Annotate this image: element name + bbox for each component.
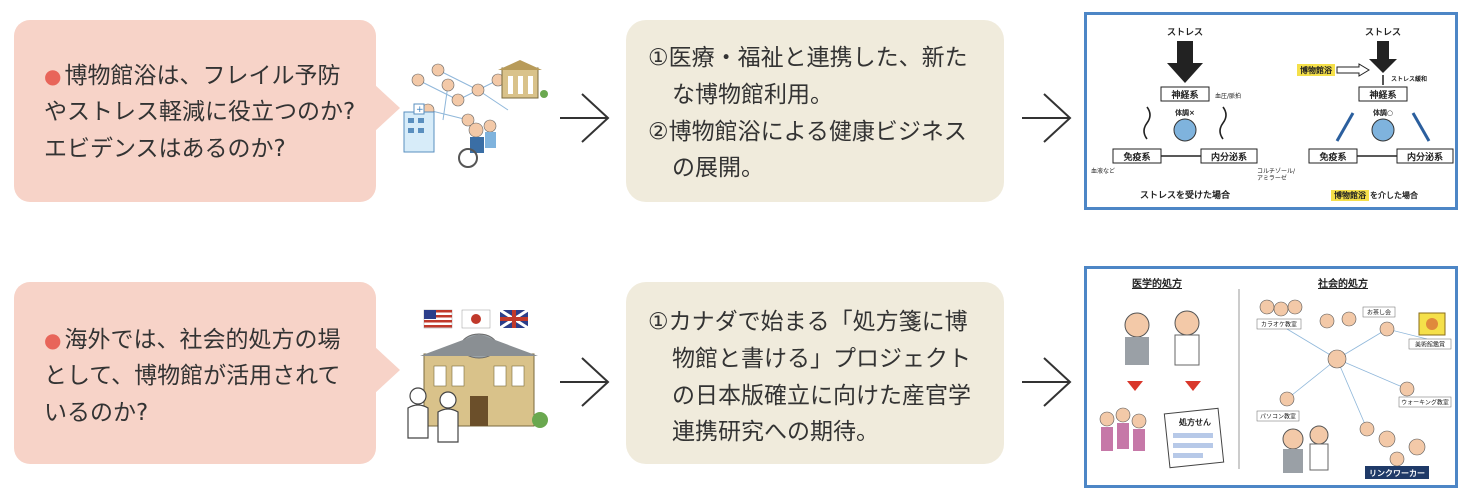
cortisol-label-1: コルチゾール/ — [1257, 168, 1296, 175]
answer-2-item-1: ①カナダで始まる「処方箋に博物館と書ける」プロジェクトの日本版確立に向けた産官学… — [648, 309, 971, 446]
condition-good-label: 体調○ — [1373, 108, 1393, 117]
prescription-panel: 医学的処方 社会的処方 処方せん — [1084, 266, 1458, 488]
stress-relief-label: ストレス緩和 — [1391, 75, 1427, 83]
stress-diagram-panel: ストレス 神経系 血圧/脈拍 体調× 免疫系 内分泌系 血液など コルチゾール/… — [1084, 12, 1458, 210]
answer-box-1: ①医療・福祉と連携した、新たな博物館利用。 ②博物館浴による健康ビジネスの展開。 — [626, 20, 1004, 202]
right-immune-label: 免疫系 — [1319, 151, 1346, 163]
chevron-right-icon — [1022, 357, 1072, 407]
left-caption: ストレスを受けた場合 — [1140, 189, 1231, 201]
flag-usa-icon — [423, 309, 453, 329]
right-stress-label: ストレス — [1365, 27, 1401, 38]
row-museum-bath: ●博物館浴は、フレイル予防やストレス軽減に役立つのか?エビデンスはあるのか? + — [0, 0, 1471, 230]
social-prescription-title: 社会的処方 — [1317, 277, 1368, 290]
museum-flags-illustration — [407, 308, 548, 443]
museum-bath-label: 博物館浴 — [1300, 65, 1333, 75]
flag-japan-icon — [461, 309, 491, 329]
question-text-2: 海外では、社会的処方の場として、博物館が活用されているのか? — [44, 327, 341, 426]
walking-label: ウォーキング教室 — [1401, 399, 1449, 407]
chevron-right-icon — [560, 357, 610, 407]
chevron-right-icon — [560, 93, 610, 143]
question-text-1: 博物館浴は、フレイル予防やストレス軽減に役立つのか?エビデンスはあるのか? — [44, 63, 356, 162]
right-nerve-label: 神経系 — [1369, 89, 1396, 101]
left-immune-label: 免疫系 — [1123, 151, 1150, 163]
karaoke-label: カラオケ教室 — [1261, 321, 1297, 329]
right-endocrine-label: 内分泌系 — [1407, 151, 1443, 163]
left-stress-label: ストレス — [1167, 27, 1203, 38]
prescription-label: 処方せん — [1178, 417, 1211, 427]
svg-text:+: + — [416, 105, 424, 115]
answer-box-2: ①カナダで始まる「処方箋に博物館と書ける」プロジェクトの日本版確立に向けた産官学… — [626, 282, 1004, 464]
condition-bad-label: 体調× — [1175, 108, 1195, 117]
hospital-museum-network-illustration: + — [403, 60, 548, 168]
question-box-1: ●博物館浴は、フレイル予防やストレス軽減に役立つのか?エビデンスはあるのか? — [14, 20, 400, 202]
chevron-right-icon — [1022, 93, 1072, 143]
blood-label: 血液など — [1091, 167, 1115, 175]
row-social-prescribing: ●海外では、社会的処方の場として、博物館が活用されているのか? — [0, 258, 1471, 496]
left-endocrine-label: 内分泌系 — [1211, 151, 1247, 163]
right-caption-highlight: 博物館浴 — [1334, 190, 1367, 200]
cortisol-label-2: アミラーゼ — [1257, 174, 1287, 182]
tea-label: お茶し会 — [1367, 309, 1391, 317]
stress-diagram: ストレス 神経系 血圧/脈拍 体調× 免疫系 内分泌系 血液など コルチゾール/… — [1091, 27, 1454, 201]
bp-label: 血圧/脈拍 — [1215, 92, 1241, 100]
flag-uk-icon — [499, 308, 529, 330]
pc-label: パソコン教室 — [1260, 413, 1296, 421]
right-caption-rest: を介した場合 — [1370, 190, 1419, 200]
link-worker-label: リンクワーカー — [1369, 468, 1425, 478]
bullet-icon: ● — [44, 64, 62, 88]
art-label: 美術館鑑賞 — [1415, 341, 1445, 349]
answer-1-item-2: ②博物館浴による健康ビジネスの展開。 — [648, 118, 967, 182]
question-box-2: ●海外では、社会的処方の場として、博物館が活用されているのか? — [14, 282, 400, 464]
prescription-diagram: 医学的処方 社会的処方 処方せん — [1099, 277, 1452, 479]
medical-prescription-title: 医学的処方 — [1132, 277, 1182, 290]
left-nerve-label: 神経系 — [1171, 89, 1198, 101]
bullet-icon: ● — [44, 328, 62, 352]
answer-1-item-1: ①医療・福祉と連携した、新たな博物館利用。 — [648, 45, 968, 108]
